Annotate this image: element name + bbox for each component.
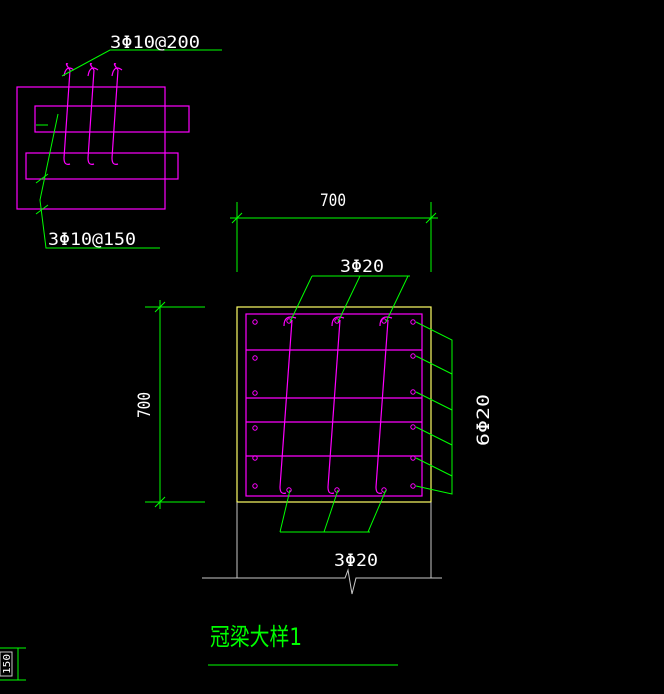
small-detail-bars (63, 63, 123, 165)
bottom-bars-label: 3Φ20 (334, 551, 378, 571)
width-dimension (230, 202, 438, 272)
small-detail-outline (16, 86, 166, 210)
small-detail-upper-band (34, 105, 190, 133)
beam-section: 700 700 (135, 191, 494, 595)
drawing-title: 冠梁大样1 (208, 623, 398, 666)
small-detail-top-label: 3Φ10@200 (110, 33, 200, 53)
height-dimension (145, 300, 205, 509)
small-rebar-detail: 3Φ10@200 3Φ10@150 (16, 33, 222, 250)
width-dimension-label: 700 (320, 191, 346, 211)
small-detail-lower-band (25, 152, 179, 180)
bottom-bars-leader (279, 489, 387, 533)
corner-dimension: 150 (0, 647, 26, 681)
height-dimension-label: 700 (135, 392, 155, 418)
title-label: 冠梁大样1 (210, 623, 302, 651)
top-bars-label: 3Φ20 (340, 257, 384, 277)
side-bars-label: 6Φ20 (474, 394, 494, 446)
corner-dimension-label: 150 (2, 654, 13, 674)
top-bars-leader (289, 275, 410, 323)
small-detail-bottom-label: 3Φ10@150 (48, 230, 136, 250)
ground-line (202, 502, 442, 595)
small-detail-leaders (35, 49, 222, 249)
side-bars-leader (415, 321, 453, 495)
stirrups (245, 313, 423, 497)
